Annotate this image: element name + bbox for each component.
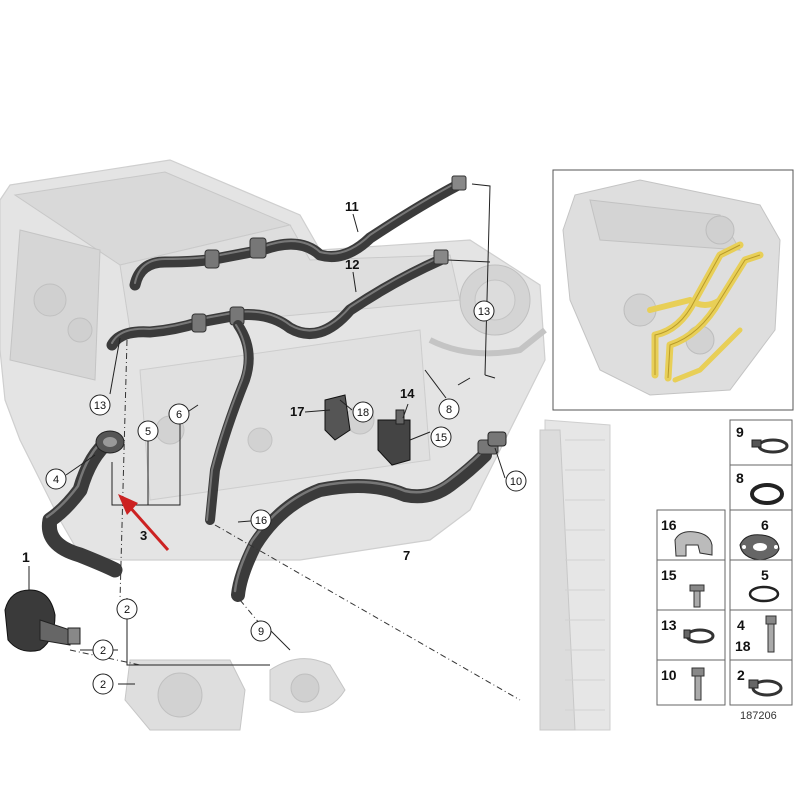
hardware-legend: 9 8 16 6 15 5 [656,419,793,706]
legend-6: 6 [761,517,769,533]
legend-15: 15 [661,567,677,583]
hose-12 [106,249,449,525]
clip-icon [674,531,713,557]
svg-text:6: 6 [176,409,182,421]
callout-7: 7 [403,548,410,563]
clamp-10 [487,431,507,447]
callout-17: 17 [290,404,304,419]
radiator [539,419,611,731]
svg-text:5: 5 [145,426,151,438]
callout-3: 3 [140,528,147,543]
bolt-icon [691,667,705,701]
legend-5: 5 [761,567,769,583]
circle-2-b: 2 [92,639,114,661]
svg-text:4: 4 [53,474,59,486]
part-1-component [4,589,81,652]
legend-8: 8 [736,470,744,486]
hose-11 [129,175,467,291]
hose-clamp-icon [751,438,789,454]
circle-13-right: 13 [473,300,495,322]
engine-block [0,159,547,561]
svg-text:18: 18 [357,407,369,419]
circle-5: 5 [137,420,159,442]
circle-16: 16 [250,509,272,531]
circle-9: 9 [250,620,272,642]
circle-6: 6 [168,403,190,425]
band-clamp-icon [748,679,783,697]
spring-clamp-icon [683,628,715,644]
bracket-17 [324,394,351,441]
water-pump-assembly [124,658,346,731]
circle-15: 15 [430,426,452,448]
legend-9: 9 [736,424,744,440]
callout-11: 11 [345,199,359,214]
svg-text:2: 2 [100,679,106,691]
legend-16: 16 [661,517,677,533]
svg-text:13: 13 [478,306,490,318]
callouts: 11 12 17 14 7 3 1 13 13 5 6 4 18 [22,199,527,695]
circle-4: 4 [45,468,67,490]
legend-13: 13 [661,617,677,633]
o-ring-icon [750,483,784,505]
legend-18: 18 [735,638,751,654]
seal-ring-icon [748,585,780,603]
circle-2-c: 2 [92,673,114,695]
red-arrow [118,494,170,551]
circle-13-left: 13 [89,394,111,416]
bracket-14 [377,409,411,466]
callout-12: 12 [345,257,359,272]
flange-bolt-icon [689,584,705,608]
svg-text:2: 2 [100,645,106,657]
figure-number: 187206 [740,710,777,722]
hose-4 [41,430,125,578]
svg-text:8: 8 [446,404,452,416]
svg-text:10: 10 [510,476,522,488]
svg-text:2: 2 [124,604,130,616]
legend-4: 4 [737,617,745,633]
gasket-icon [739,534,780,561]
svg-text:16: 16 [255,515,267,527]
callout-1: 1 [22,549,30,565]
stud-bolt-icon [765,615,777,653]
svg-text:15: 15 [435,432,447,444]
svg-text:9: 9 [258,626,264,638]
circle-18: 18 [352,401,374,423]
legend-10: 10 [661,667,677,683]
legend-2: 2 [737,667,745,683]
circle-8: 8 [438,398,460,420]
circle-10: 10 [505,470,527,492]
inset-engine-view [552,169,794,411]
circle-2-a: 2 [116,598,138,620]
callout-14: 14 [400,386,415,401]
svg-text:13: 13 [94,400,106,412]
